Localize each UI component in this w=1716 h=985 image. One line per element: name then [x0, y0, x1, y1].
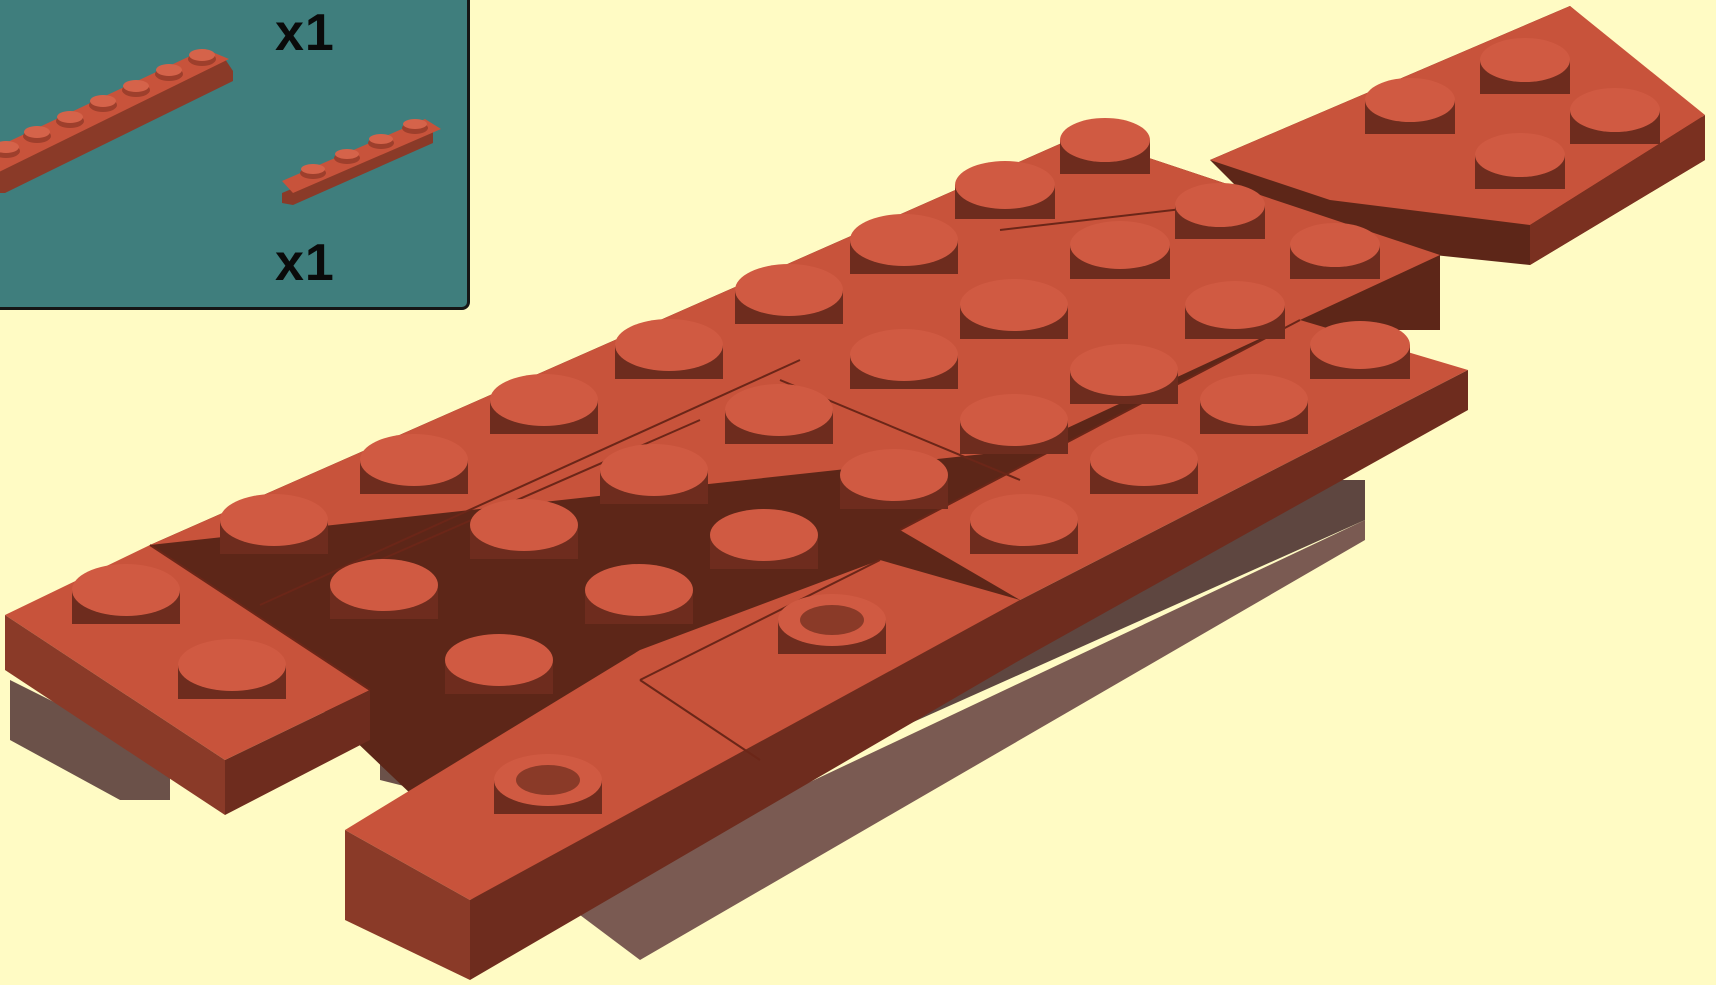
model-assembly-illustration: [0, 0, 1716, 985]
